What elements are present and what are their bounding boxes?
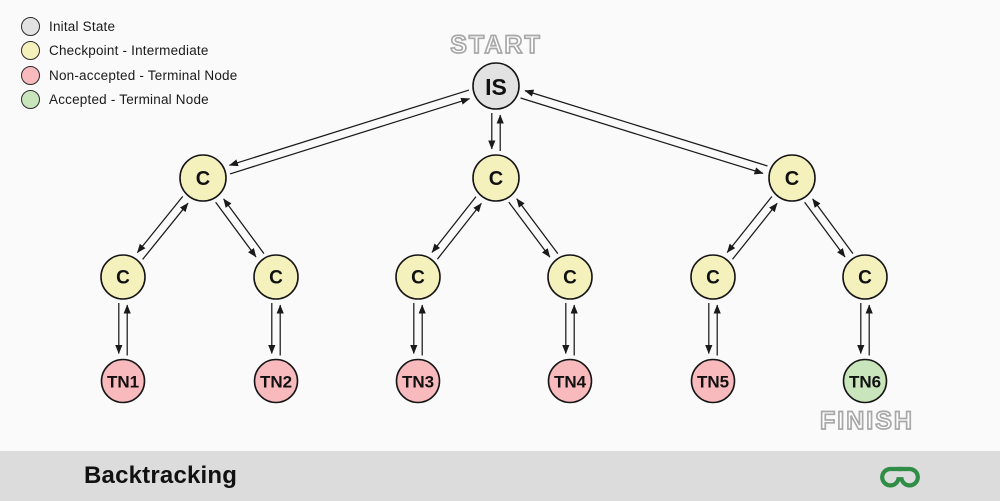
checkpoint-node-swatch-icon [21, 41, 40, 60]
edge-C_L-C_L2 [223, 198, 265, 254]
node-circle-non_accepted [547, 358, 593, 404]
tree-node-TN1: TN1 [100, 358, 146, 404]
node-circle-checkpoint [472, 154, 520, 202]
legend-label: Inital State [49, 18, 116, 34]
node-label: C [563, 268, 577, 289]
node-circle-accepted [842, 358, 888, 404]
tree-node-C_M2: C [547, 254, 593, 300]
edge-C_M-C_M1 [431, 196, 477, 253]
node-circle-checkpoint [395, 254, 441, 300]
initial-node-swatch-icon [21, 16, 40, 36]
node-layer: IS C C C C C C C C C TN1 TN2 TN3 TN4 TN5 TN6 [100, 62, 888, 404]
accepted-node-swatch-icon [21, 90, 40, 109]
edge-C_R-C_R2 [812, 198, 854, 254]
edge-C_L-C_L1 [142, 202, 189, 260]
node-label: TN1 [107, 373, 139, 392]
edge-IS-C_L [228, 89, 470, 167]
tree-node-C_L2: C [253, 254, 299, 300]
legend-item-initial: Inital State [21, 16, 237, 36]
node-circle-non_accepted [253, 358, 299, 404]
node-circle-checkpoint [253, 254, 299, 300]
tree-node-C_M1: C [395, 254, 441, 300]
legend-item-non_accepted: Non-accepted - Terminal Node [21, 65, 237, 85]
tree-node-TN6: TN6 [842, 358, 888, 404]
legend-label: Accepted - Terminal Node [49, 92, 209, 107]
node-circle-checkpoint [690, 254, 736, 300]
edge-C_L-C_L1 [136, 195, 184, 253]
node-label: TN5 [697, 373, 729, 392]
node-label: TN6 [849, 373, 881, 392]
tree-node-C_L: C [179, 154, 227, 202]
edge-C_M-C_M1 [436, 202, 482, 260]
edge-C_R-C_R1 [732, 202, 778, 260]
legend-item-accepted: Accepted - Terminal Node [21, 90, 237, 110]
node-circle-checkpoint [768, 154, 816, 202]
node-label: TN4 [554, 373, 587, 392]
node-label: C [411, 268, 425, 289]
edge-C_L-C_L2 [215, 201, 257, 258]
node-circle-non_accepted [100, 358, 146, 404]
footer-title: Backtracking [84, 462, 238, 489]
node-circle-checkpoint [842, 254, 888, 300]
node-circle-non_accepted [690, 358, 736, 404]
edge-C_M-C_M2 [516, 198, 559, 255]
node-circle-initial [472, 62, 520, 110]
tree-node-TN5: TN5 [690, 358, 736, 404]
node-label: TN3 [402, 373, 434, 392]
tree-node-TN3: TN3 [395, 358, 441, 404]
node-circle-non_accepted [395, 358, 441, 404]
legend-label: Checkpoint - Intermediate [49, 43, 209, 58]
tree-node-C_M: C [472, 154, 520, 202]
edge-C_R-C_R1 [726, 196, 773, 253]
edge-C_R-C_R2 [804, 201, 846, 258]
node-circle-checkpoint [100, 254, 146, 300]
edge-C_M-C_M2 [508, 201, 551, 258]
start-label: START [449, 30, 542, 60]
geeksforgeeks-logo-glyph [880, 466, 920, 488]
node-circle-checkpoint [179, 154, 227, 202]
tree-node-TN4: TN4 [547, 358, 593, 404]
edge-IS-C_R [524, 89, 768, 167]
logo-left-g [880, 466, 903, 488]
edge-IS-C_R [520, 97, 764, 175]
tree-diagram-canvas: IS C C C C C C C C C TN1 TN2 TN3 TN4 TN5 TN6 [100, 62, 888, 404]
footer-bar: Backtracking [0, 451, 1000, 501]
non_accepted-node-swatch-icon [21, 65, 40, 85]
node-label: C [785, 168, 799, 190]
tree-node-TN2: TN2 [253, 358, 299, 404]
tree-node-C_R1: C [690, 254, 736, 300]
node-label: TN2 [260, 373, 292, 392]
legend-item-checkpoint: Checkpoint - Intermediate [21, 41, 237, 61]
diagram-stage: IS C C C C C C C C C TN1 TN2 TN3 TN4 TN5 TN6 Inital Sta… [21, 16, 914, 436]
node-label: C [116, 268, 130, 289]
node-label: C [858, 268, 872, 289]
node-label: IS [485, 74, 507, 100]
legend-label: Non-accepted - Terminal Node [49, 67, 238, 83]
node-label: C [196, 168, 210, 190]
tree-node-C_L1: C [100, 254, 146, 300]
logo-right-g [897, 466, 920, 488]
tree-node-IS: IS [472, 62, 520, 110]
finish-label: FINISH [819, 406, 914, 436]
tree-node-C_R: C [768, 154, 816, 202]
edge-layer [115, 89, 873, 356]
node-label: C [489, 168, 503, 190]
tree-node-C_R2: C [842, 254, 888, 300]
node-label: C [706, 268, 720, 289]
node-circle-checkpoint [547, 254, 593, 300]
node-label: C [269, 268, 283, 289]
edge-IS-C_L [229, 97, 471, 175]
geeksforgeeks-logo [880, 466, 920, 488]
